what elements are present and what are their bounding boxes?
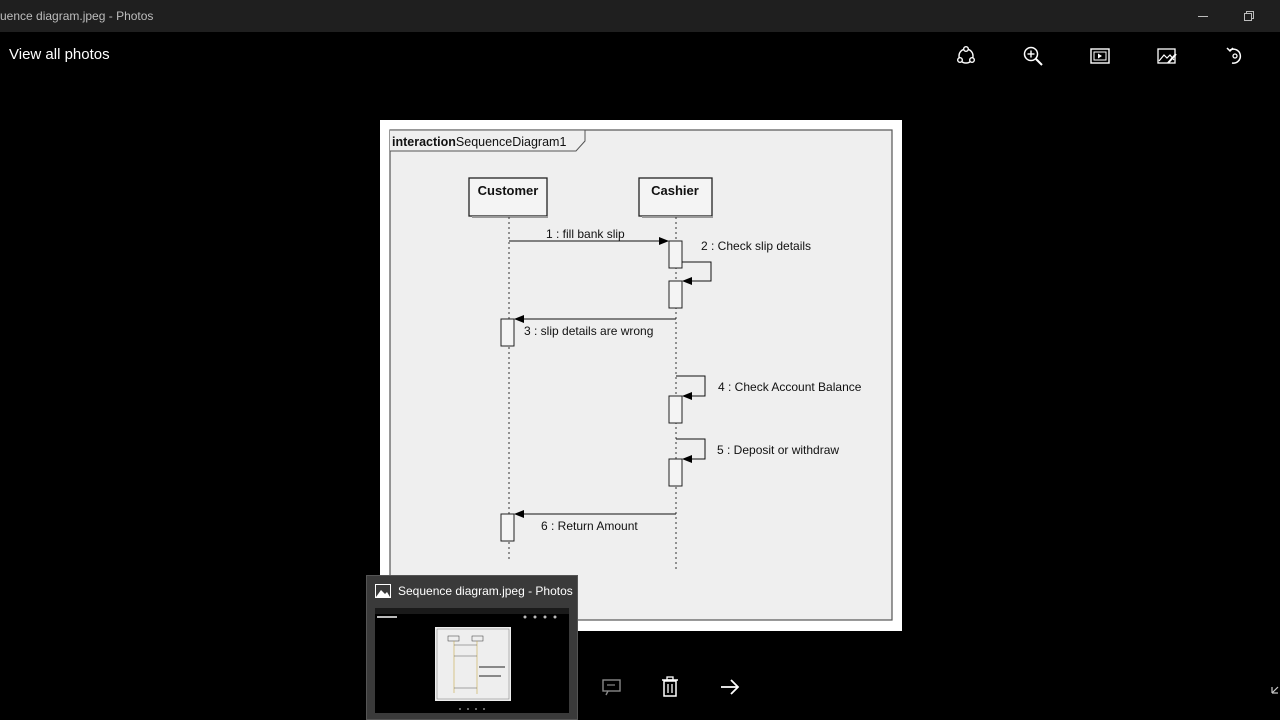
activation-bar — [668, 280, 683, 309]
thumbnail-image — [375, 608, 569, 713]
activation-bar — [668, 395, 683, 424]
share-icon — [957, 46, 975, 64]
message-label: 5 : Deposit or withdraw — [717, 443, 839, 457]
share-button[interactable] — [949, 40, 983, 72]
activation-bar — [500, 513, 515, 542]
message-label: 4 : Check Account Balance — [718, 380, 862, 394]
edit-button[interactable] — [1150, 40, 1184, 72]
frame-label-tab — [390, 129, 586, 152]
delete-button[interactable] — [653, 672, 687, 702]
rotate-icon — [1226, 47, 1242, 64]
photos-app-icon — [375, 584, 391, 598]
title-bar: uence diagram.jpeg - Photos — [0, 0, 1280, 32]
message-label: 1 : fill bank slip — [546, 227, 625, 241]
slideshow-button[interactable] — [1083, 40, 1117, 72]
minimize-button[interactable] — [1180, 0, 1226, 32]
frame-label-keyword: interaction — [392, 135, 456, 149]
thumbnail-title: Sequence diagram.jpeg - Photos — [398, 584, 573, 598]
view-all-photos-link[interactable]: View all photos — [9, 46, 110, 63]
activation-bar — [668, 458, 683, 487]
next-arrow-icon — [721, 679, 740, 695]
slideshow-icon — [1090, 48, 1110, 64]
message-arrow — [682, 261, 712, 285]
taskbar-thumbnail-preview[interactable]: Sequence diagram.jpeg - Photos — [366, 575, 578, 720]
present-button[interactable] — [594, 672, 628, 702]
photo-canvas: interactionSequenceDiagram1 Customer Cas… — [380, 120, 902, 631]
frame-label: interactionSequenceDiagram1 — [392, 135, 566, 149]
edit-icon — [1157, 48, 1177, 64]
restore-button[interactable] — [1226, 0, 1272, 32]
zoom-icon — [1023, 46, 1043, 66]
zoom-button[interactable] — [1016, 40, 1050, 72]
activation-bar — [668, 240, 683, 269]
message-label: 6 : Return Amount — [541, 519, 638, 533]
message-arrow — [676, 438, 706, 463]
thumbnail-miniature — [375, 608, 569, 710]
message-label: 3 : slip details are wrong — [524, 324, 653, 338]
delete-icon — [662, 676, 678, 697]
activation-bar — [500, 318, 515, 347]
next-button[interactable] — [713, 672, 747, 702]
sequence-diagram: interactionSequenceDiagram1 Customer Cas… — [389, 129, 893, 621]
message-arrow — [676, 375, 706, 400]
lifeline-cashier-label: Cashier — [651, 183, 699, 198]
minimize-icon — [1198, 16, 1208, 17]
lifeline-head-cashier — [638, 177, 713, 217]
window-title: uence diagram.jpeg - Photos — [0, 9, 154, 23]
present-icon — [602, 679, 621, 696]
restore-icon — [1244, 11, 1254, 21]
frame-label-name: SequenceDiagram1 — [456, 135, 567, 149]
lifeline-customer-label: Customer — [478, 183, 539, 198]
resize-corner-icon — [1271, 686, 1279, 694]
lifeline-head-customer — [468, 177, 548, 217]
message-label: 2 : Check slip details — [701, 239, 811, 253]
rotate-button[interactable] — [1218, 40, 1252, 72]
